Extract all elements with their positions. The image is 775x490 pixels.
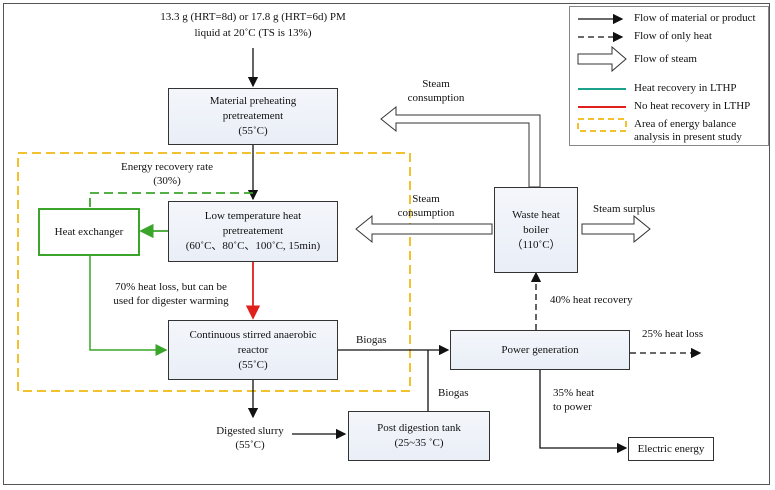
waste-heat-boiler-label: Waste heat boiler （110˚C） [511, 208, 561, 251]
electric-energy-label: Electric energy [637, 442, 705, 455]
steam-consumption-mid-label: Steam consumption [397, 193, 455, 219]
steam-arrow-to-lthp [355, 214, 493, 244]
heat-exchanger-box: Heat exchanger [38, 208, 140, 256]
electric-energy-box: Electric energy [628, 437, 714, 461]
steam-arrow-surplus [581, 214, 651, 244]
lthp-label: Low temperature heat pretreatement (60˚C… [185, 210, 321, 252]
arrow-power-to-electric [539, 370, 628, 454]
input-line-1: 13.3 g (HRT=8d) or 17.8 g (HRT=6d) PM [160, 11, 346, 23]
heat-loss-25-label: 25% heat loss [642, 328, 704, 340]
legend: Flow of material or product Flow of only… [569, 6, 769, 146]
power-generation-box: Power generation [450, 330, 630, 370]
material-preheating-box: Material preheating pretreatement (55˚C) [168, 88, 338, 145]
recovery-dashed-green [89, 192, 253, 207]
heat-to-power-35-label: 35% heat to power [553, 387, 595, 413]
post-digestion-tank-box: Post digestion tank (25~35 ˚C) [348, 411, 490, 461]
steam-arrow-to-preheating [380, 105, 541, 188]
biogas-label-2: Biogas [438, 387, 469, 399]
legend-balance-area-label: Area of energy balance analysis in prese… [634, 118, 742, 143]
arrow-exchanger-to-digester [89, 256, 168, 356]
heat-recovery-40-label: 40% heat recovery [550, 294, 633, 306]
waste-heat-boiler-box: Waste heat boiler （110˚C） [494, 187, 578, 273]
biogas-label-1: Biogas [356, 334, 387, 346]
legend-heat-recovery-label: Heat recovery in LTHP [634, 82, 737, 94]
post-digestion-label: Post digestion tank (25~35 ˚C) [377, 422, 461, 449]
energy-recovery-label: Energy recovery rate (30%) [120, 161, 214, 187]
digested-slurry-label: Digested slurry (55˚C) [216, 425, 284, 451]
steam-consumption-top-label: Steam consumption [407, 78, 465, 104]
digester-box: Continuous stirred anaerobic reactor (55… [168, 320, 338, 380]
lthp-box: Low temperature heat pretreatement (60˚C… [168, 201, 338, 262]
heat-loss-70-label: 70% heat loss, but can be used for diges… [113, 281, 229, 307]
legend-symbols [577, 13, 627, 132]
legend-steam-arrow [577, 45, 627, 73]
material-preheating-label: Material preheating pretreatement (55˚C) [209, 95, 297, 137]
legend-no-heat-recovery-label: No heat recovery in LTHP [634, 100, 751, 112]
legend-steam-label: Flow of steam [634, 53, 697, 65]
input-line-2: liquid at 20˚C (TS is 13%) [194, 27, 312, 39]
steam-surplus-label: Steam surplus [593, 203, 656, 215]
legend-balance-area-box [577, 118, 627, 132]
digester-label: Continuous stirred anaerobic reactor (55… [189, 328, 317, 371]
legend-heat-label: Flow of only heat [634, 30, 712, 42]
heat-exchanger-label: Heat exchanger [54, 225, 124, 238]
legend-material-label: Flow of material or product [634, 12, 756, 24]
outer-frame [3, 3, 770, 485]
energy-balance-area [17, 152, 411, 392]
power-generation-label: Power generation [501, 343, 579, 356]
